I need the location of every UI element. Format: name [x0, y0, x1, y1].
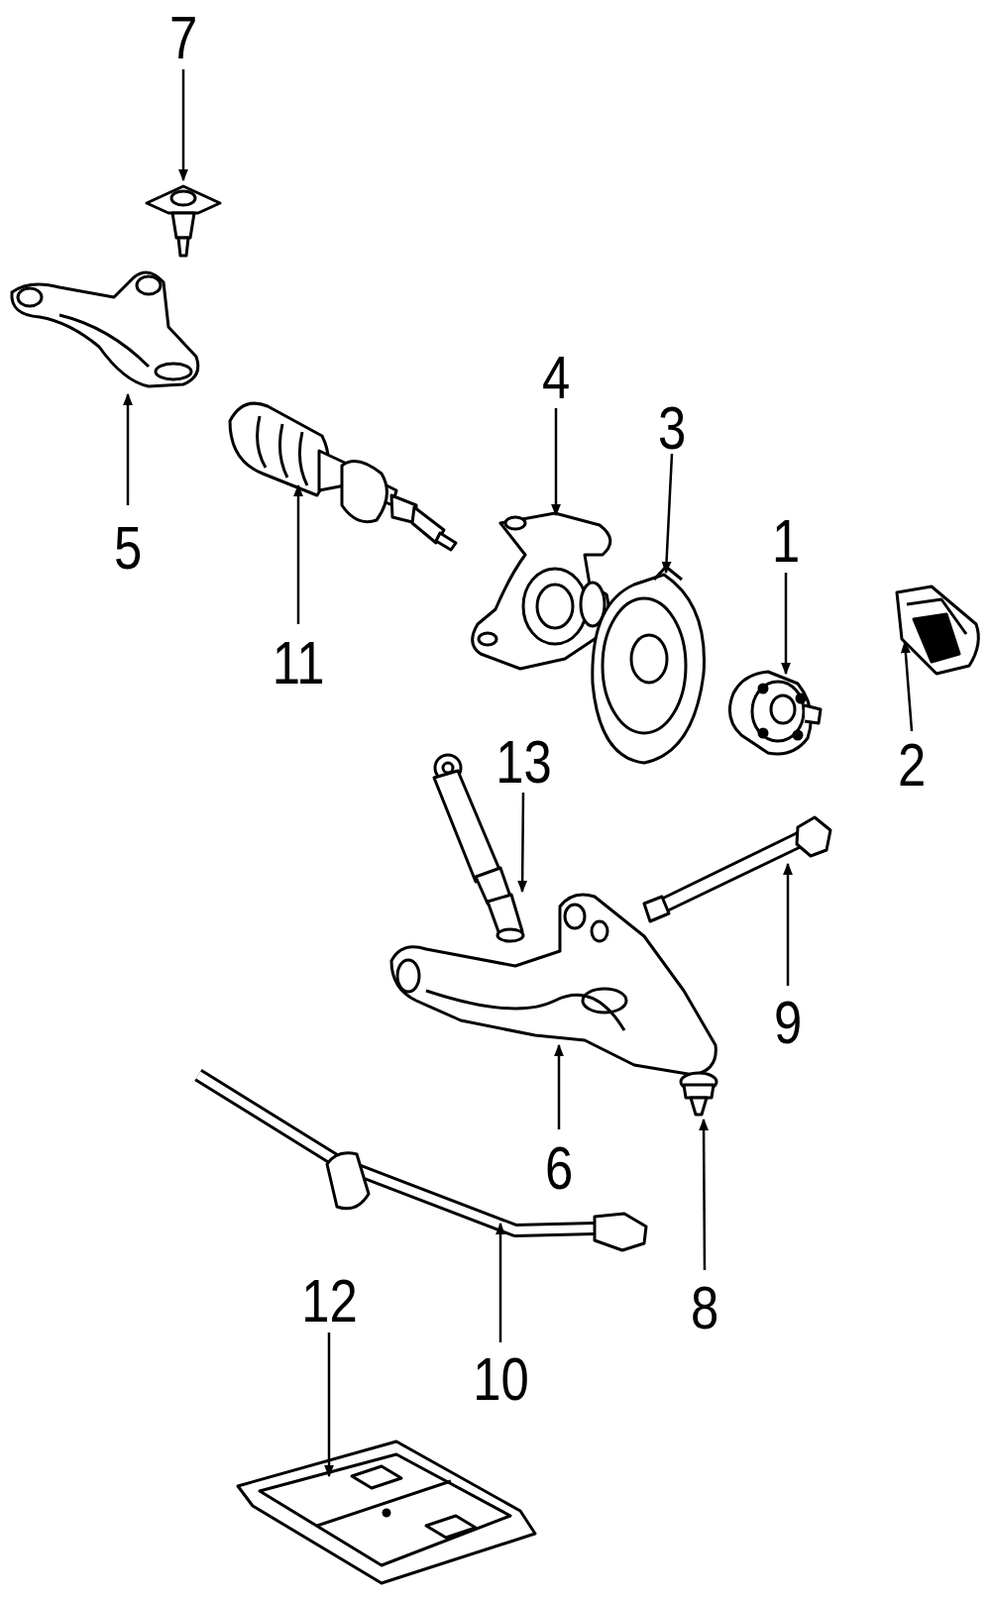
- callout-number: 8: [690, 1277, 719, 1339]
- callout-number: 12: [301, 1270, 358, 1332]
- brake-pad: [896, 586, 979, 674]
- cv-axle: [229, 403, 456, 551]
- steering-knuckle: [472, 513, 611, 669]
- ball-joint: [680, 1073, 717, 1115]
- callout-number: 10: [472, 1348, 530, 1411]
- tie-rod: [644, 817, 831, 922]
- wheel-hub: [729, 671, 821, 755]
- callout-number: 2: [897, 734, 926, 796]
- callout-number: 4: [542, 346, 570, 409]
- splash-shield: [592, 566, 705, 764]
- callout-number: 11: [272, 632, 326, 694]
- callout-number: 7: [169, 6, 198, 69]
- skid-plate: [237, 1441, 536, 1584]
- leader-lines: [127, 69, 912, 1477]
- callout-number: 5: [113, 517, 142, 579]
- ball-joint: [146, 186, 221, 256]
- stabilizer-bar: [198, 1075, 647, 1251]
- upper-control-arm: [11, 272, 199, 387]
- callout-number: 9: [773, 991, 802, 1054]
- parts: [11, 186, 979, 1584]
- callout-number: 6: [545, 1137, 573, 1200]
- callout-number: 1: [771, 510, 800, 572]
- callout-number: 3: [658, 397, 686, 459]
- lower-control-arm: [391, 894, 716, 1076]
- callout-number: 13: [495, 731, 552, 793]
